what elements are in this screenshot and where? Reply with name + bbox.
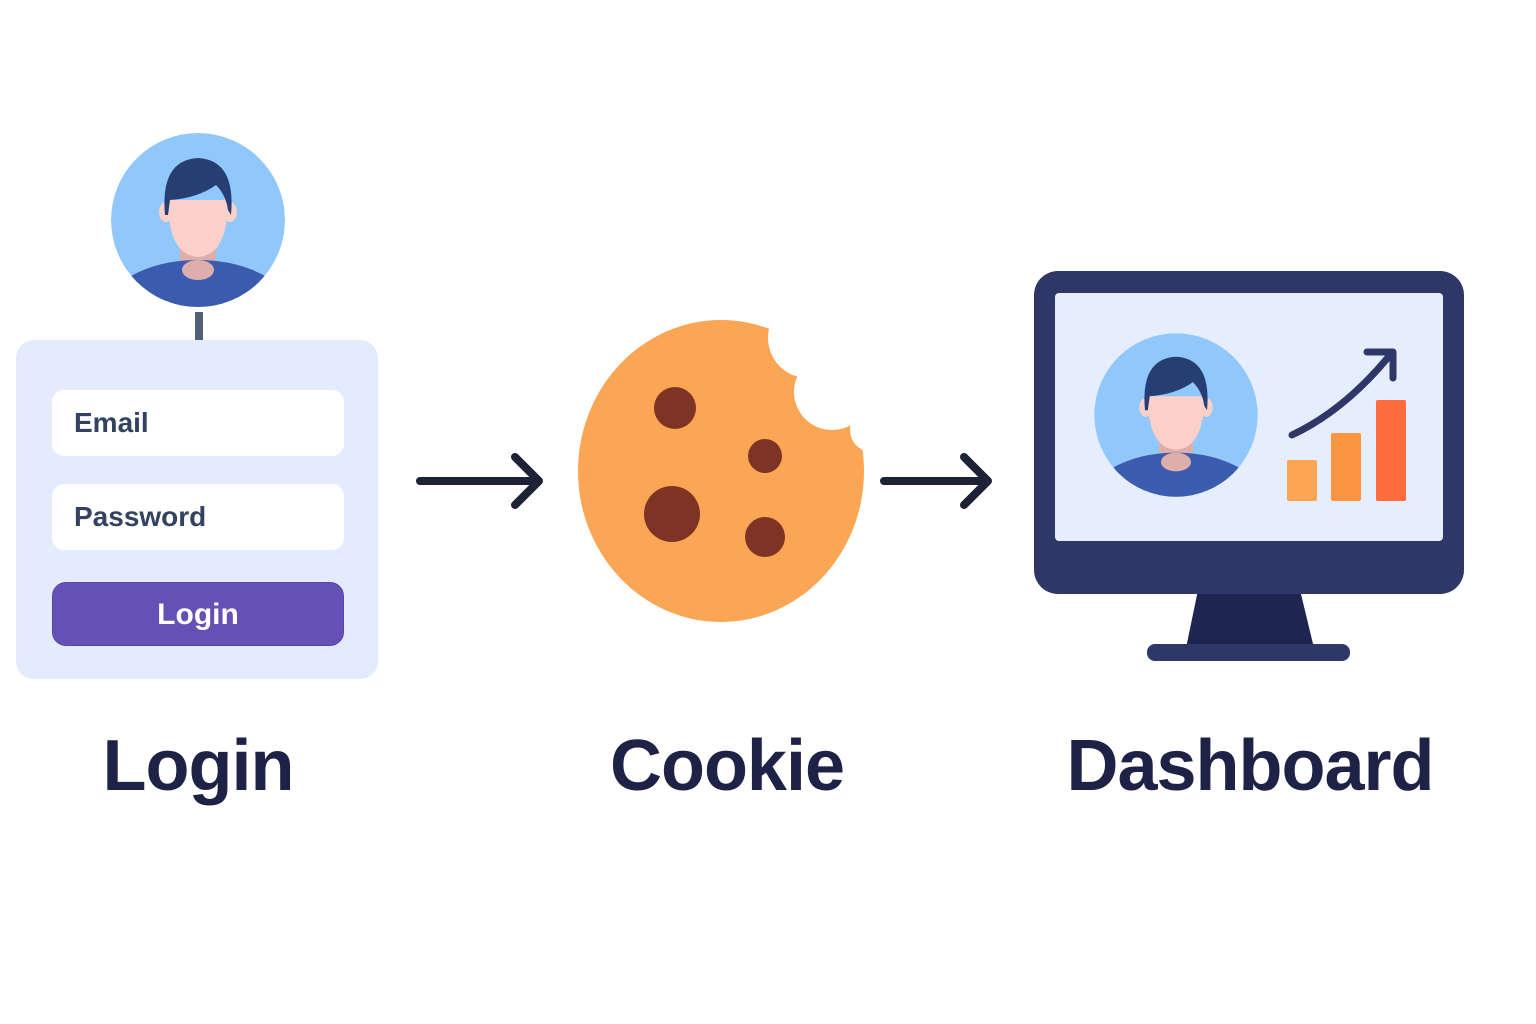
- cookie-chip: [644, 486, 700, 542]
- connector-line: [195, 312, 203, 342]
- step-label-login: Login: [102, 726, 295, 806]
- email-field[interactable]: Email: [52, 390, 344, 456]
- cookie-chip: [654, 387, 696, 429]
- cookie-icon: [578, 298, 894, 622]
- chart-bar: [1331, 433, 1361, 501]
- chart-bar: [1376, 400, 1406, 501]
- step-label-dashboard: Dashboard: [1066, 726, 1434, 806]
- monitor-dashboard-icon: [1034, 271, 1464, 661]
- password-field[interactable]: Password: [52, 484, 344, 550]
- login-button[interactable]: Login: [52, 582, 344, 646]
- cookie-chip: [748, 439, 782, 473]
- step-label-cookie: Cookie: [609, 726, 845, 806]
- chart-bar: [1287, 460, 1317, 501]
- cookie-chip: [745, 517, 785, 557]
- arrow-right-icon: [880, 453, 992, 509]
- trend-arrow-icon: [1288, 348, 1397, 439]
- arrow-right-icon: [416, 453, 543, 509]
